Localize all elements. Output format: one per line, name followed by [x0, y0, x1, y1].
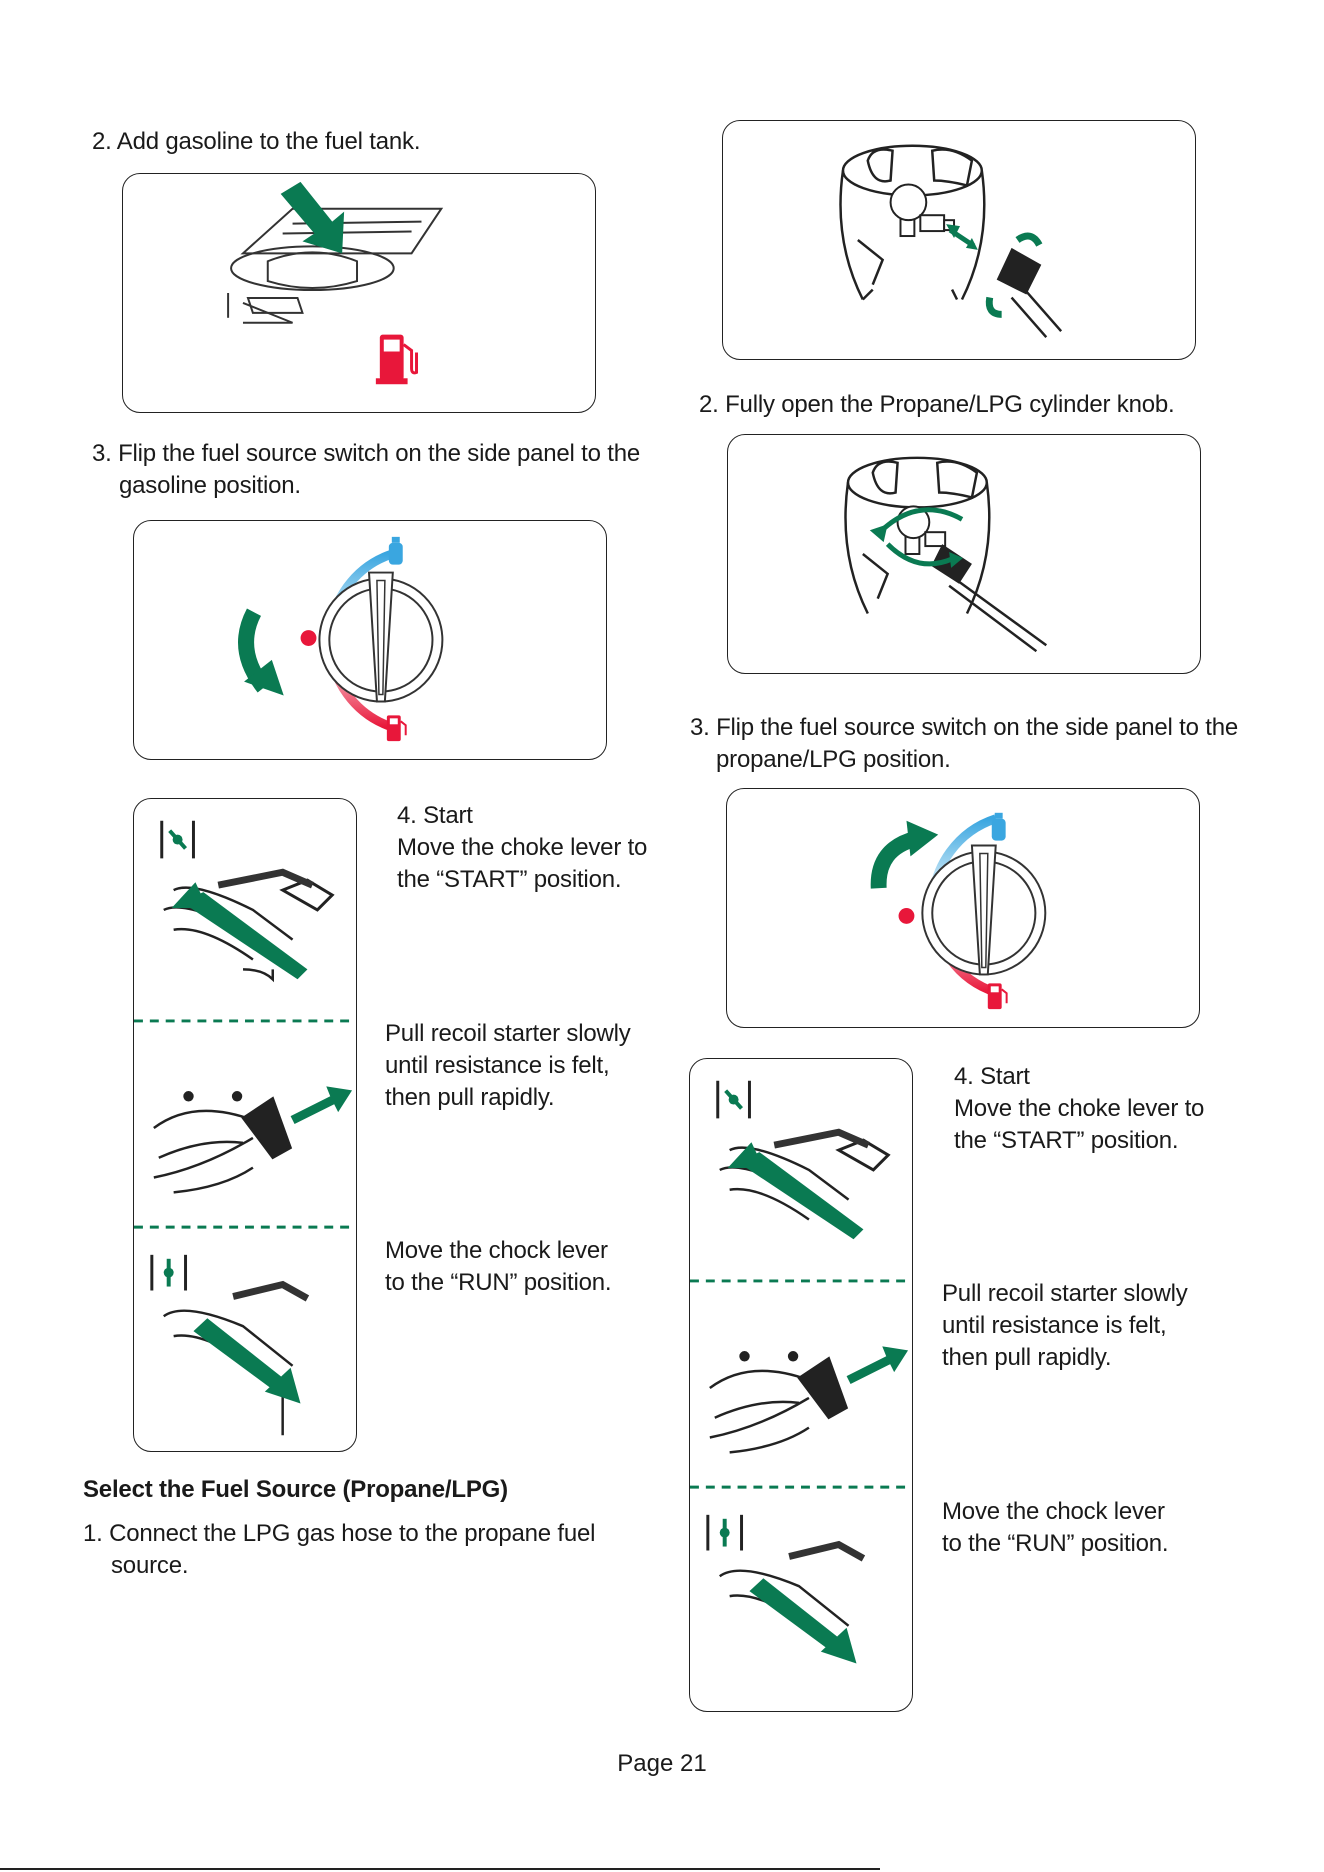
- left-run-line1: Move the chock lever: [385, 1237, 608, 1264]
- run-icon: [150, 1254, 188, 1291]
- fuel-tank-illustration: [122, 173, 596, 413]
- run-icon: [706, 1514, 744, 1551]
- left-start-title: 4. Start: [397, 802, 473, 829]
- left-step1-line1: 1. Connect the LPG gas hose to the propa…: [83, 1520, 596, 1547]
- right-step2-text: 2. Fully open the Propane/LPG cylinder k…: [699, 391, 1175, 418]
- left-step1-line2: source.: [111, 1552, 189, 1579]
- right-start-steps-strip: [689, 1058, 913, 1712]
- fuel-pump-icon: [987, 983, 1008, 1010]
- choke-icon: [160, 820, 195, 859]
- green-arrow-icon: [280, 181, 345, 254]
- left-start-line1: Move the choke lever to: [397, 834, 648, 861]
- right-run-line1: Move the chock lever: [942, 1498, 1165, 1525]
- left-step3-line1: 3. Flip the fuel source switch on the si…: [92, 440, 640, 467]
- right-start-line1: Move the choke lever to: [954, 1095, 1205, 1122]
- page-number: Page 21: [617, 1750, 707, 1777]
- left-start-steps-strip: [133, 798, 357, 1452]
- left-pull-line3: then pull rapidly.: [385, 1084, 555, 1111]
- propane-tank-icon: [991, 812, 1006, 841]
- connect-hose-illustration: [722, 120, 1196, 360]
- right-pull-line2: until resistance is felt,: [942, 1312, 1167, 1339]
- left-run-line2: to the “RUN” position.: [385, 1269, 612, 1296]
- fuel-switch-propane-illustration: [726, 788, 1200, 1028]
- rotate-right-arrow-icon: [870, 820, 939, 889]
- left-step2-text: 2. Add gasoline to the fuel tank.: [92, 128, 421, 155]
- left-pull-line1: Pull recoil starter slowly: [385, 1020, 631, 1047]
- footer-divider: [0, 1868, 880, 1870]
- fuel-pump-icon: [386, 715, 407, 742]
- fuel-pump-icon: [375, 334, 419, 385]
- right-step3-line1: 3. Flip the fuel source switch on the si…: [690, 714, 1238, 741]
- propane-tank-icon: [388, 536, 403, 565]
- left-pull-line2: until resistance is felt,: [385, 1052, 610, 1079]
- right-run-line2: to the “RUN” position.: [942, 1530, 1169, 1557]
- rotate-left-arrow-icon: [238, 608, 284, 696]
- left-step3-line2: gasoline position.: [119, 472, 301, 499]
- open-cylinder-knob-illustration: [727, 434, 1201, 674]
- choke-icon: [716, 1080, 751, 1119]
- left-start-line2: the “START” position.: [397, 866, 622, 893]
- right-start-line2: the “START” position.: [954, 1127, 1179, 1154]
- right-start-title: 4. Start: [954, 1063, 1030, 1090]
- right-step3-line2: propane/LPG position.: [716, 746, 951, 773]
- section-heading: Select the Fuel Source (Propane/LPG): [83, 1476, 508, 1503]
- right-pull-line3: then pull rapidly.: [942, 1344, 1112, 1371]
- fuel-switch-gasoline-illustration: [133, 520, 607, 760]
- right-pull-line1: Pull recoil starter slowly: [942, 1280, 1188, 1307]
